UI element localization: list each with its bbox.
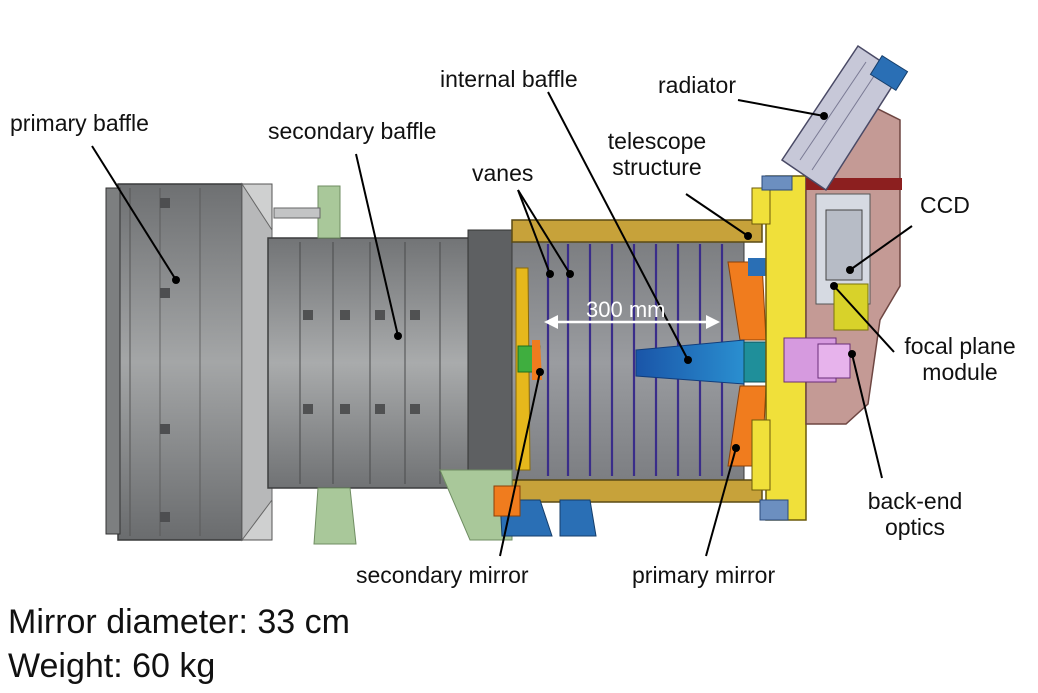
label-primary-mirror: primary mirror xyxy=(632,562,776,588)
primary-baffle-shape xyxy=(105,182,273,542)
label-ccd: CCD xyxy=(920,192,970,218)
label-focal-plane-line1: focal plane xyxy=(904,333,1016,359)
label-primary-baffle: primary baffle xyxy=(10,110,149,136)
label-secondary-mirror: secondary mirror xyxy=(356,562,529,588)
label-back-end-line1: back-end xyxy=(867,488,963,514)
spec-mirror-diameter: Mirror diameter: 33 cm xyxy=(8,603,350,641)
secondary-mirror-shape xyxy=(493,267,542,517)
leader-dots xyxy=(172,112,856,452)
label-dimension: 300 mm xyxy=(586,297,666,322)
label-telescope-structure-line1: telescope xyxy=(607,128,707,154)
dimension-arrow xyxy=(544,315,720,329)
label-focal-plane-line2: module xyxy=(922,359,998,385)
label-focal-plane-module: focal plane module xyxy=(890,333,1030,385)
label-back-end-optics: back-end optics xyxy=(852,488,978,540)
leader-lines xyxy=(91,91,913,557)
label-secondary-baffle: secondary baffle xyxy=(268,118,437,144)
telescope-tube-shape xyxy=(439,219,763,541)
spec-weight: Weight: 60 kg xyxy=(8,647,216,685)
label-telescope-structure: telescope structure xyxy=(598,128,716,180)
label-telescope-structure-line2: structure xyxy=(612,154,702,180)
label-vanes: vanes xyxy=(472,160,534,186)
label-internal-baffle: internal baffle xyxy=(440,66,578,92)
label-radiator: radiator xyxy=(658,72,736,98)
radiator-shape xyxy=(780,44,909,192)
label-back-end-line2: optics xyxy=(884,514,946,540)
